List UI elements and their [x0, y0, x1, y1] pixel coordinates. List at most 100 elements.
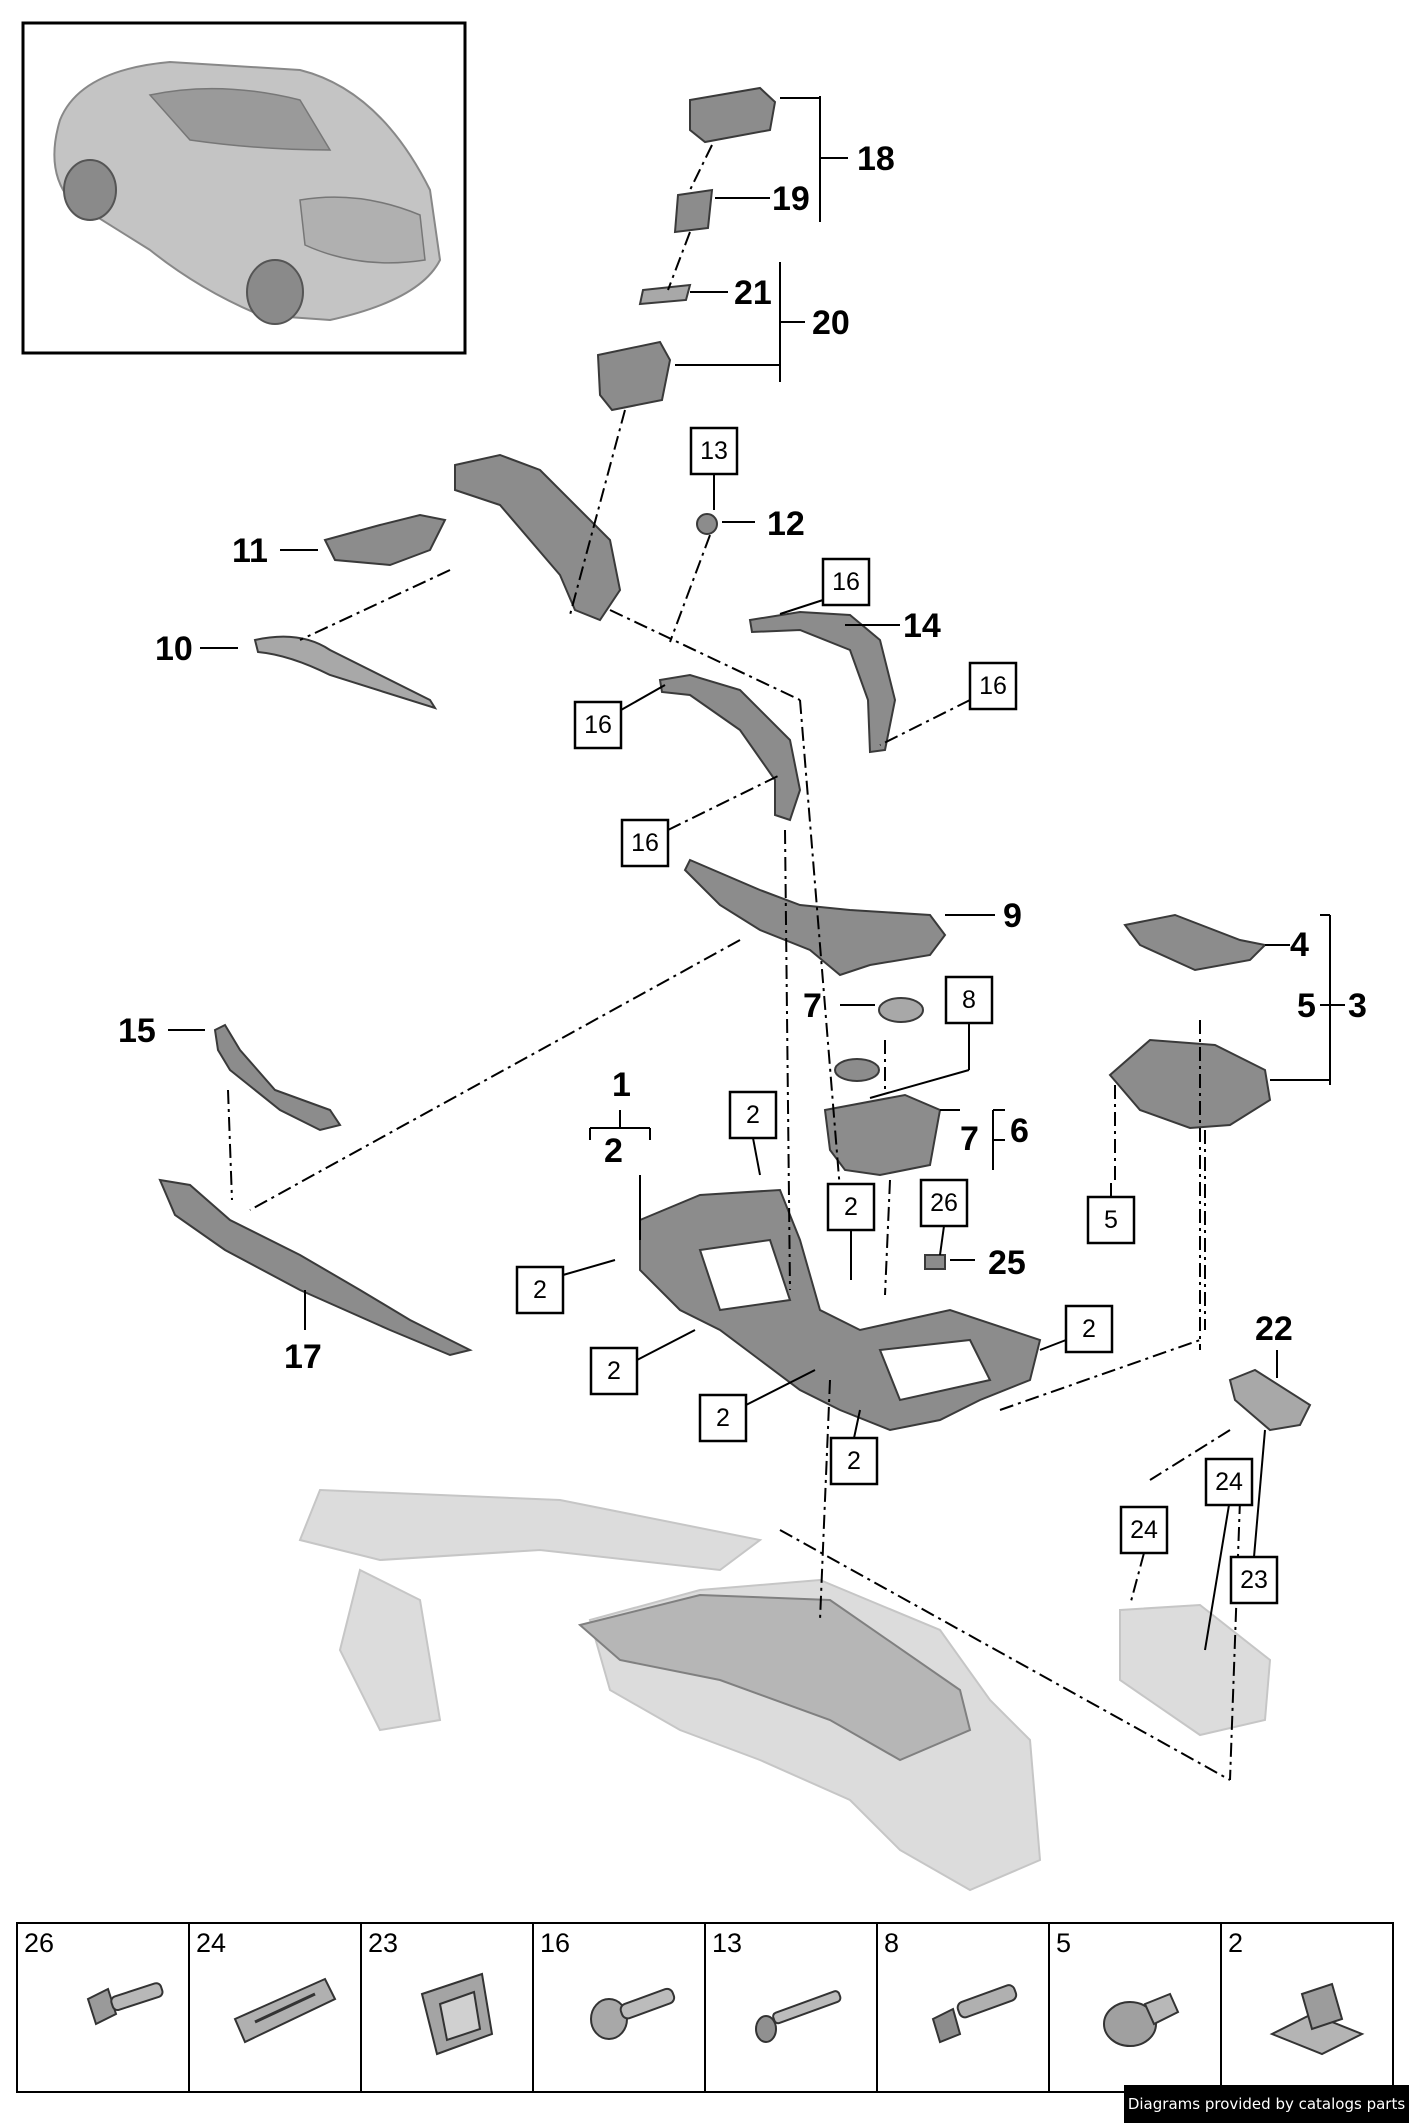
legend-number: 24: [196, 1928, 227, 1958]
legend-cell-26: 26: [16, 1922, 190, 2093]
callout-21: 21: [734, 274, 772, 312]
boxed-ref-16-top: 16: [821, 557, 871, 607]
svg-text:2: 2: [847, 1447, 861, 1475]
retaining-clip-icon: [420, 1972, 494, 2056]
sheet-metal-nut-icon: [1269, 1982, 1365, 2056]
callout-18: 18: [857, 140, 895, 178]
attribution-footer: Diagrams provided by catalogs parts: [1124, 2085, 1409, 2123]
svg-text:16: 16: [832, 568, 860, 596]
callout-11: 11: [232, 532, 268, 570]
carrier-frame-part-1: [639, 1188, 1042, 1432]
legend-number: 5: [1056, 1928, 1072, 1958]
boxed-references: 13 16 16 16 16 8 2: [515, 426, 1279, 1651]
svg-text:5: 5: [1104, 1206, 1118, 1234]
legend-number: 23: [368, 1928, 399, 1958]
boxed-ref-23: 23: [1229, 1555, 1279, 1605]
callout-7-side: 7: [960, 1120, 979, 1158]
boxed-ref-5: 5: [1086, 1195, 1136, 1245]
storage-box-part-3: [1108, 913, 1272, 1130]
callout-19: 19: [772, 180, 810, 218]
svg-text:13: 13: [700, 437, 728, 465]
legend-number: 16: [540, 1928, 571, 1958]
boxed-ref-16-lower: 16: [620, 818, 670, 868]
svg-text:26: 26: [930, 1189, 958, 1217]
expanding-rivet-icon: [1103, 1992, 1180, 2047]
grab-handle-trims: [658, 610, 897, 822]
cup-holder-assembly: [823, 997, 942, 1177]
callout-2-group: 2: [604, 1132, 623, 1170]
boxed-ref-26: 26: [919, 1178, 969, 1228]
svg-text:2: 2: [746, 1101, 760, 1129]
callout-14: 14: [903, 607, 941, 645]
boxed-ref-2-d: 2: [1064, 1304, 1114, 1354]
boxed-ref-24-right: 24: [1204, 1457, 1254, 1507]
vehicle-reference-inset: [21, 21, 467, 355]
trim-strips: [253, 453, 622, 710]
washer-screw-icon: [755, 1990, 842, 2043]
boxed-ref-13: 13: [689, 426, 739, 476]
svg-text:23: 23: [1240, 1566, 1268, 1594]
svg-text:24: 24: [1215, 1468, 1243, 1496]
installed-console-context: [298, 1488, 1272, 1892]
boxed-ref-2-a: 2: [728, 1090, 778, 1140]
callout-22: 22: [1255, 1310, 1293, 1348]
legend-number: 2: [1228, 1928, 1244, 1958]
legend-cell-23: 23: [360, 1922, 534, 2093]
callout-20: 20: [812, 304, 850, 342]
storage-tray-assembly: [596, 86, 777, 412]
side-trim-parts: [158, 1023, 473, 1357]
callout-7-top: 7: [803, 987, 822, 1025]
boxed-ref-2-b: 2: [826, 1182, 876, 1232]
svg-text:2: 2: [607, 1357, 621, 1385]
svg-text:8: 8: [962, 986, 976, 1014]
callout-12: 12: [767, 505, 805, 543]
svg-text:24: 24: [1130, 1516, 1158, 1544]
boxed-ref-16-right: 16: [968, 661, 1018, 711]
svg-text:16: 16: [631, 829, 659, 857]
legend-cell-16: 16: [532, 1922, 706, 2093]
assembly-guide-lines: [227, 144, 1241, 1781]
legend-cell-2: 2: [1220, 1922, 1394, 2093]
connector-part-25: [924, 1254, 946, 1270]
callout-1: 1: [612, 1066, 631, 1104]
boxed-ref-16-left: 16: [573, 700, 623, 750]
legend-cell-8: 8: [876, 1922, 1050, 2093]
callout-3: 3: [1348, 987, 1367, 1025]
svg-text:16: 16: [584, 711, 612, 739]
console-frame-part-9: [683, 858, 947, 977]
boxed-ref-24-left: 24: [1119, 1505, 1169, 1555]
pin-part-12: [696, 513, 718, 535]
svg-text:2: 2: [1082, 1315, 1096, 1343]
torx-screw-icon: [590, 1987, 676, 2040]
callout-numbers: 18 19 21 20 12 11 10 14 9 4 5 3 7 15 1 2…: [118, 140, 1367, 1376]
boxed-ref-2-f: 2: [698, 1393, 748, 1443]
legend-number: 13: [712, 1928, 743, 1958]
callout-15: 15: [118, 1012, 156, 1050]
legend-number: 26: [24, 1928, 55, 1958]
callout-5: 5: [1297, 987, 1316, 1025]
legend-number: 8: [884, 1928, 900, 1958]
svg-text:2: 2: [533, 1276, 547, 1304]
boxed-ref-2-g: 2: [829, 1436, 879, 1486]
boxed-ref-2-c: 2: [515, 1265, 565, 1315]
legend-cell-13: 13: [704, 1922, 878, 2093]
flange-bolt-icon: [931, 1984, 1018, 2044]
legend-cell-5: 5: [1048, 1922, 1222, 2093]
callout-9: 9: [1003, 897, 1022, 935]
callout-4: 4: [1290, 926, 1309, 964]
svg-text:16: 16: [979, 672, 1007, 700]
leader-lines: [168, 96, 1345, 1378]
cover-part-22: [1228, 1368, 1312, 1432]
boxed-ref-2-e: 2: [589, 1346, 639, 1396]
svg-text:2: 2: [716, 1404, 730, 1432]
boxed-ref-8: 8: [944, 975, 994, 1025]
svg-text:2: 2: [844, 1193, 858, 1221]
legend-cell-24: 24: [188, 1922, 362, 2093]
hex-flange-bolt-icon: [86, 1982, 164, 2026]
callout-6: 6: [1010, 1112, 1029, 1150]
callout-10: 10: [155, 630, 193, 668]
spring-clip-icon: [233, 1977, 337, 2044]
callout-25: 25: [988, 1244, 1026, 1282]
callout-17: 17: [284, 1338, 322, 1376]
